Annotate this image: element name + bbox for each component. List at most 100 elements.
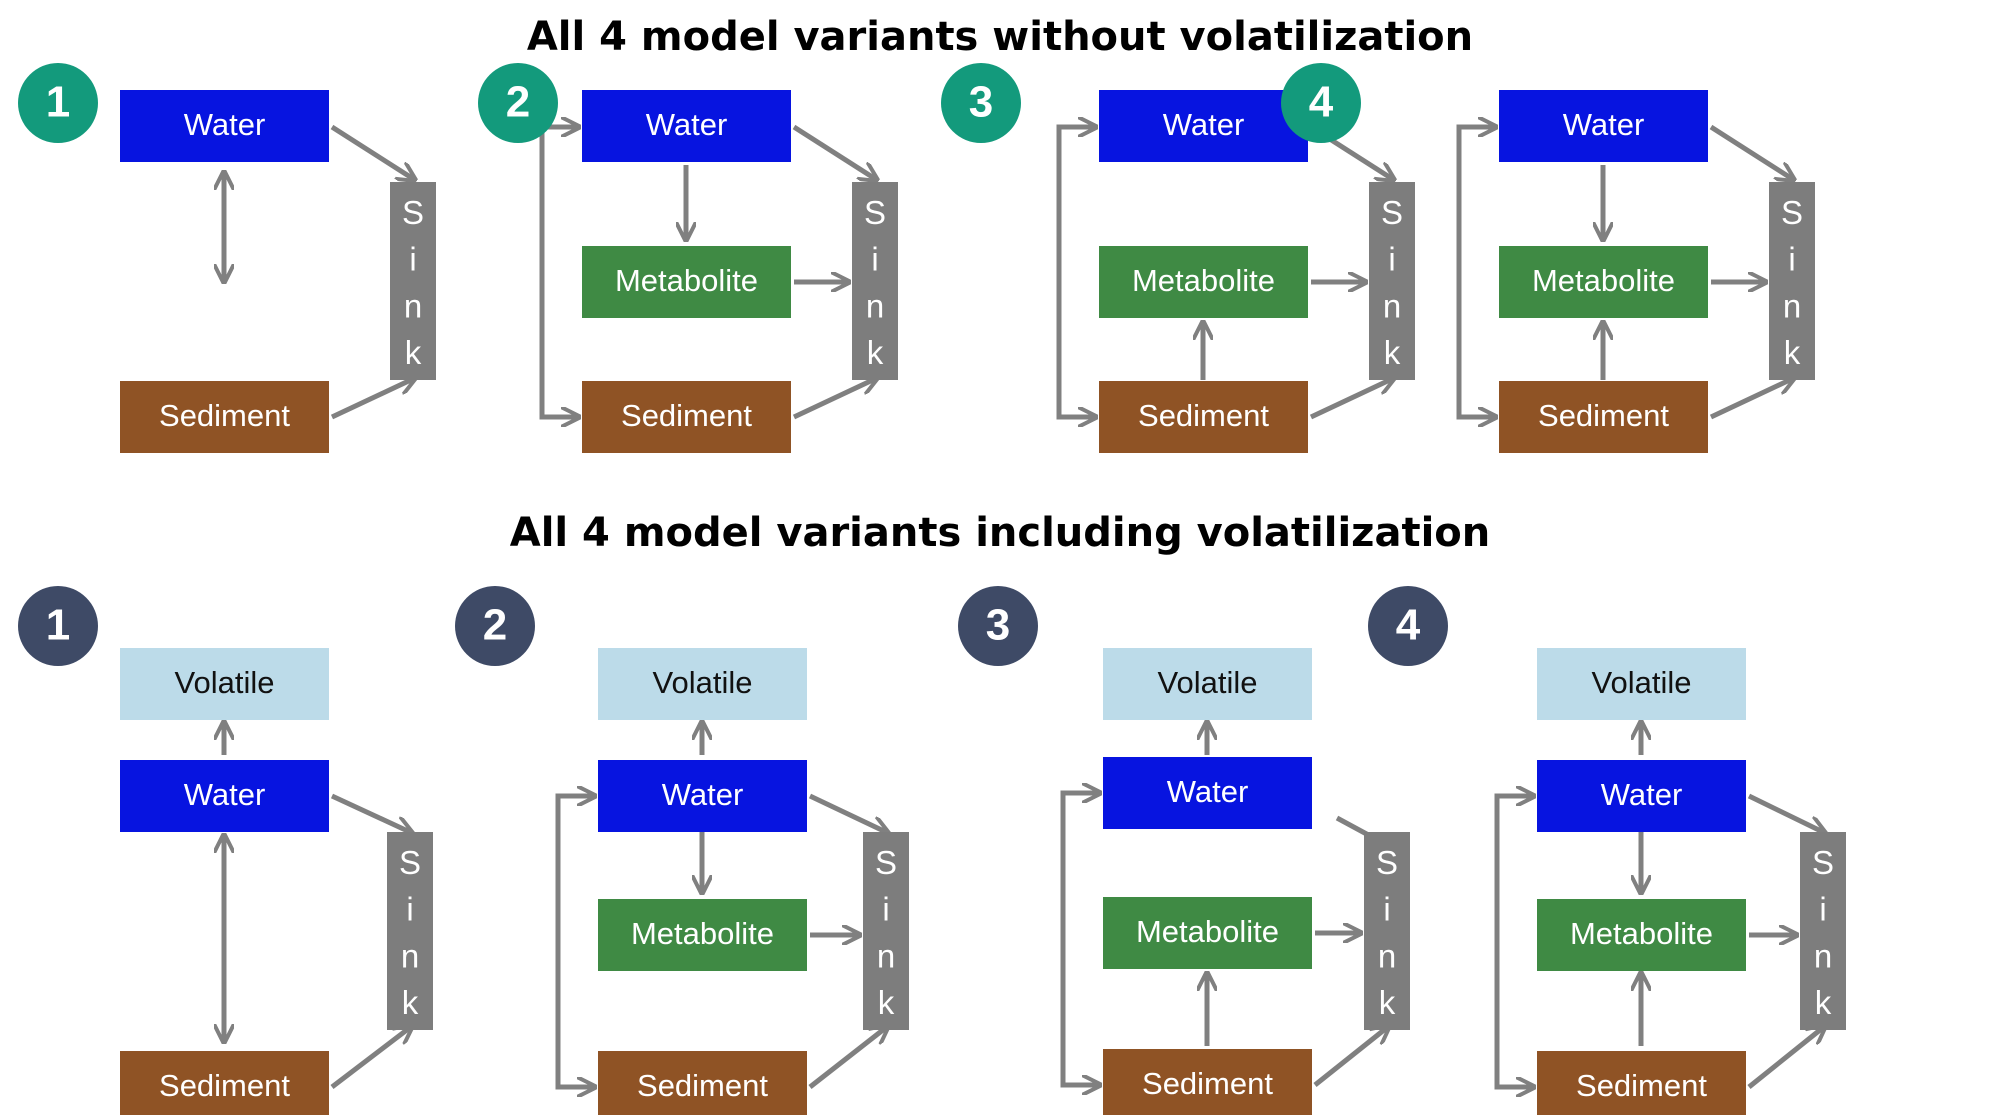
bottom-model-1-water-box bbox=[120, 760, 329, 832]
bottom-model-4-volatile-box-label: Volatile bbox=[1592, 665, 1692, 700]
bottom-model-1-sediment-box bbox=[120, 1051, 329, 1120]
top-model-3-badge-number: 3 bbox=[969, 78, 993, 127]
top-model-4-metabolite-box-label: Metabolite bbox=[1532, 263, 1675, 298]
bottom-model-2-badge bbox=[455, 586, 535, 666]
bottom-model-3-arrow-water-sediment-loop bbox=[1060, 793, 1100, 1085]
top-model-3-badge bbox=[941, 63, 1021, 143]
bottom-model-1-badge-number: 1 bbox=[46, 601, 70, 650]
top-model-3-water-box-label: Water bbox=[1163, 107, 1245, 142]
top-model-1-arrow-water-sink bbox=[330, 124, 415, 180]
bottom-model-4-arrow-water-sediment-loop bbox=[1494, 796, 1534, 1087]
bottom-model-4-metabolite-box-label: Metabolite bbox=[1570, 916, 1713, 951]
top-model-4-badge bbox=[1281, 63, 1361, 143]
title-without-volatilization: All 4 model variants without volatilizat… bbox=[526, 14, 1474, 60]
top-model-1-badge-number: 1 bbox=[46, 78, 70, 127]
bottom-model-2-volatile-box bbox=[598, 648, 807, 720]
bottom-model-1-arrow-sediment-sink bbox=[330, 1026, 412, 1089]
bottom-model-4-badge-number: 4 bbox=[1396, 601, 1421, 650]
bottom-model-3-volatile-box-label: Volatile bbox=[1158, 665, 1258, 700]
top-model-4-water-box bbox=[1499, 90, 1708, 162]
top-model-1-sediment-box-label: Sediment bbox=[159, 398, 290, 433]
top-model-3-arrow-water-sediment-loop bbox=[1056, 127, 1096, 417]
bottom-model-2-arrow-water-sediment-loop bbox=[555, 796, 595, 1087]
top-model-4-water-box-label: Water bbox=[1563, 107, 1645, 142]
bottom-model-1-sink bbox=[387, 832, 433, 1030]
top-model-1-sediment-box bbox=[120, 381, 329, 453]
bottom-model-4-volatile-box bbox=[1537, 648, 1746, 720]
top-model-1-sink bbox=[390, 182, 436, 380]
bottom-model-2-water-box-label: Water bbox=[662, 777, 744, 812]
bottom-model-1-sediment-box-label: Sediment bbox=[159, 1068, 290, 1103]
bottom-model-2-sink bbox=[863, 832, 909, 1030]
top-model-1-water-box-label: Water bbox=[184, 107, 266, 142]
top-model-3-metabolite-box bbox=[1099, 246, 1308, 318]
bottom-model-4-sediment-box-label: Sediment bbox=[1576, 1068, 1707, 1103]
bottom-model-4-water-box-label: Water bbox=[1601, 777, 1683, 812]
top-model-4-arrow-sediment-sink bbox=[1709, 378, 1794, 420]
top-model-4-metabolite-box bbox=[1499, 246, 1708, 318]
bottom-model-3-water-box bbox=[1103, 757, 1312, 829]
top-model-2-water-box-label: Water bbox=[646, 107, 728, 142]
bottom-model-2-badge-number: 2 bbox=[483, 601, 507, 650]
top-model-4-sink bbox=[1769, 182, 1815, 380]
bottom-model-3-badge bbox=[958, 586, 1038, 666]
top-model-3-sediment-box-label: Sediment bbox=[1138, 398, 1269, 433]
bottom-model-4-sink bbox=[1800, 832, 1846, 1030]
bottom-model-2-sediment-box-label: Sediment bbox=[637, 1068, 768, 1103]
top-model-1-badge bbox=[18, 63, 98, 143]
bottom-model-1-water-box-label: Water bbox=[184, 777, 266, 812]
top-model-3-sediment-box bbox=[1099, 381, 1308, 453]
top-model-4-sediment-box-label: Sediment bbox=[1538, 398, 1669, 433]
top-model-2-arrow-water-sediment-loop bbox=[539, 127, 579, 417]
bottom-model-1-arrow-water-sink bbox=[330, 793, 412, 833]
bottom-model-4-arrow-water-sink bbox=[1747, 793, 1825, 833]
bottom-model-2-volatile-box-label: Volatile bbox=[653, 665, 753, 700]
title-including-volatilization: All 4 model variants including volatiliz… bbox=[509, 510, 1491, 556]
top-model-4-arrow-water-sediment-loop bbox=[1456, 127, 1496, 417]
bottom-model-3-badge-number: 3 bbox=[986, 601, 1010, 650]
top-model-1-arrow-sediment-sink bbox=[330, 378, 415, 420]
top-model-1-water-box bbox=[120, 90, 329, 162]
top-model-2-badge-number: 2 bbox=[506, 78, 530, 127]
top-model-4-arrow-water-sink bbox=[1709, 124, 1794, 180]
bottom-model-2-metabolite-box-label: Metabolite bbox=[631, 916, 774, 951]
bottom-model-2-arrow-sediment-sink bbox=[808, 1026, 888, 1089]
top-model-3-water-box bbox=[1099, 90, 1308, 162]
bottom-model-2-water-box bbox=[598, 760, 807, 832]
top-model-2-badge bbox=[478, 63, 558, 143]
bottom-model-1-volatile-box-label: Volatile bbox=[175, 665, 275, 700]
bottom-model-2-metabolite-box bbox=[598, 899, 807, 971]
top-model-3-sink bbox=[1369, 182, 1415, 380]
top-model-3-metabolite-box-label: Metabolite bbox=[1132, 263, 1275, 298]
top-model-2-water-box bbox=[582, 90, 791, 162]
top-model-4-sediment-box bbox=[1499, 381, 1708, 453]
top-model-2-sink bbox=[852, 182, 898, 380]
bottom-model-4-arrow-sediment-sink bbox=[1747, 1026, 1825, 1089]
bottom-model-4-badge bbox=[1368, 586, 1448, 666]
top-model-2-sediment-box bbox=[582, 381, 791, 453]
top-model-2-metabolite-box bbox=[582, 246, 791, 318]
bottom-model-3-sediment-box-label: Sediment bbox=[1142, 1066, 1273, 1101]
bottom-model-2-sediment-box bbox=[598, 1051, 807, 1120]
bottom-model-3-metabolite-box-label: Metabolite bbox=[1136, 914, 1279, 949]
top-model-2-arrow-water-sink bbox=[792, 124, 877, 180]
bottom-model-1-badge bbox=[18, 586, 98, 666]
bottom-model-3-arrow-sediment-sink bbox=[1313, 1026, 1389, 1087]
bottom-model-1-volatile-box bbox=[120, 648, 329, 720]
bottom-model-3-sink bbox=[1364, 832, 1410, 1030]
bottom-model-4-sediment-box bbox=[1537, 1051, 1746, 1120]
top-model-2-arrow-sediment-sink bbox=[792, 378, 877, 420]
top-model-3-arrow-sediment-sink bbox=[1309, 378, 1394, 420]
bottom-model-4-metabolite-box bbox=[1537, 899, 1746, 971]
bottom-model-3-water-box-label: Water bbox=[1167, 774, 1249, 809]
